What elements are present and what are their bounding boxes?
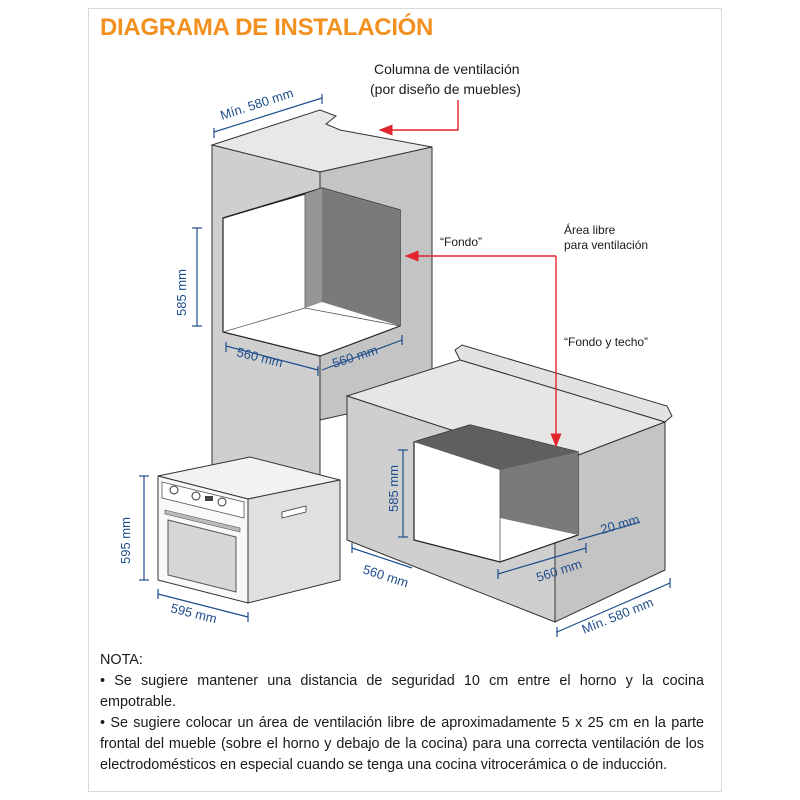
column-dimensions (192, 94, 403, 376)
column-cabinet (210, 109, 433, 521)
label-area-line2: para ventilación (564, 238, 648, 252)
label-column-line2: (por diseño de muebles) (370, 81, 521, 97)
dim-column-height: 585 mm (174, 269, 189, 316)
dim-counter-width: 560 mm (361, 562, 410, 591)
oven-dimensions (139, 475, 249, 622)
counter-opening-top (414, 425, 578, 470)
dim-column-top-width: Mín. 580 mm (218, 85, 295, 123)
column-opening-back (322, 188, 400, 326)
notes-heading: NOTA: (100, 652, 143, 668)
notes-bullet-2: • Se sugiere colocar un área de ventilac… (100, 715, 704, 773)
oven-illustration (157, 456, 341, 604)
dim-counter-height: 585 mm (386, 465, 401, 512)
oven-side (247, 479, 341, 604)
dim-oven-width: 595 mm (169, 600, 218, 626)
oven-control-panel (161, 481, 245, 519)
label-fondo-techo: “Fondo y techo” (564, 335, 648, 349)
oven-window (167, 519, 237, 593)
diagram-title: DIAGRAMA DE INSTALACIÓN (100, 14, 434, 41)
oven-handle (164, 509, 241, 533)
notes-bullet-1: • Se sugiere mantener una distancia de s… (100, 673, 704, 710)
oven-display (205, 496, 213, 501)
oven-side-handle (281, 505, 307, 519)
oven-knob-3 (217, 497, 227, 507)
callout-arrows (378, 100, 562, 448)
label-fondo: “Fondo” (440, 235, 482, 249)
counter-cabinet (345, 344, 673, 623)
label-area-line1: Área libre (564, 222, 616, 237)
counter-dimensions (351, 449, 671, 637)
label-column-line1: Columna de ventilación (374, 61, 520, 77)
notes-section: NOTA: • Se sugiere mantener una distanci… (100, 650, 704, 776)
dim-oven-height: 595 mm (118, 517, 133, 564)
oven-knob-1 (169, 485, 179, 495)
diagram-frame (88, 8, 722, 792)
column-opening-side (305, 188, 322, 308)
oven-knob-2 (191, 491, 201, 501)
counter-side-face (554, 421, 666, 623)
installation-diagram: Mín. 580 mm 585 mm 560 mm 560 mm 585 mm … (118, 61, 673, 637)
